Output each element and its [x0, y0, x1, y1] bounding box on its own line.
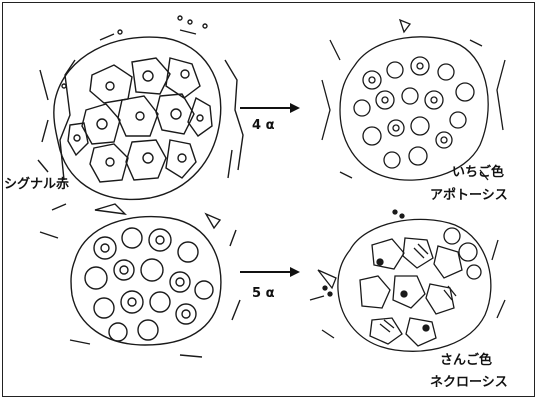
bottom-right-necrotic-cluster — [310, 210, 505, 351]
label-strawberry-color: いちご色 — [452, 166, 504, 179]
label-signal-red: シグナル赤 — [4, 178, 69, 191]
bottom-arrow — [240, 267, 300, 277]
top-right-apoptotic-cluster — [322, 20, 505, 180]
arrow-label-top: 4 α — [252, 118, 275, 133]
label-salmon-color: さんご色 — [440, 354, 492, 367]
label-apoptosis: アポトーシス — [430, 189, 508, 202]
arrow-label-bottom: 5 α — [252, 286, 275, 301]
label-necrosis: ネクローシス — [430, 376, 508, 389]
top-arrow — [240, 103, 300, 113]
bottom-left-cell-cluster — [40, 204, 240, 357]
top-left-cell-cluster — [38, 16, 243, 199]
